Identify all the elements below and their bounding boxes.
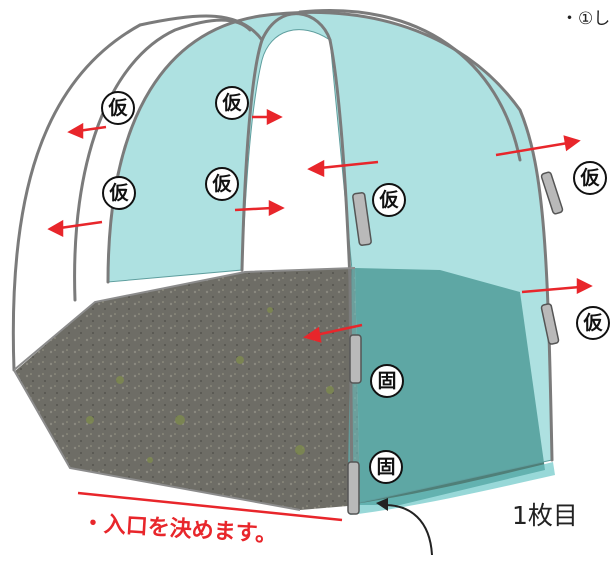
frame-base (13, 267, 356, 511)
sheet-hem (348, 462, 555, 515)
temporary-mark: 仮 (576, 306, 610, 340)
clips (347, 171, 564, 515)
weed-patches (86, 307, 334, 463)
pointer-arrow-head (376, 498, 388, 511)
temporary-mark: 仮 (215, 86, 249, 120)
temporary-mark: 仮 (372, 183, 406, 217)
pointer-arrow (384, 504, 433, 556)
temporary-mark: 仮 (573, 161, 607, 195)
sheet-label: 1枚目 (512, 501, 578, 530)
ground-area (14, 268, 360, 510)
temporary-mark: 仮 (101, 91, 135, 125)
fixed-mark: 固 (370, 364, 404, 398)
top-note: ・①し (561, 9, 611, 29)
temporary-mark: 仮 (205, 167, 239, 201)
entrance-line (77, 491, 343, 522)
fixed-mark: 固 (369, 450, 403, 484)
arrows (47, 108, 593, 343)
temporary-mark: 仮 (102, 176, 136, 210)
